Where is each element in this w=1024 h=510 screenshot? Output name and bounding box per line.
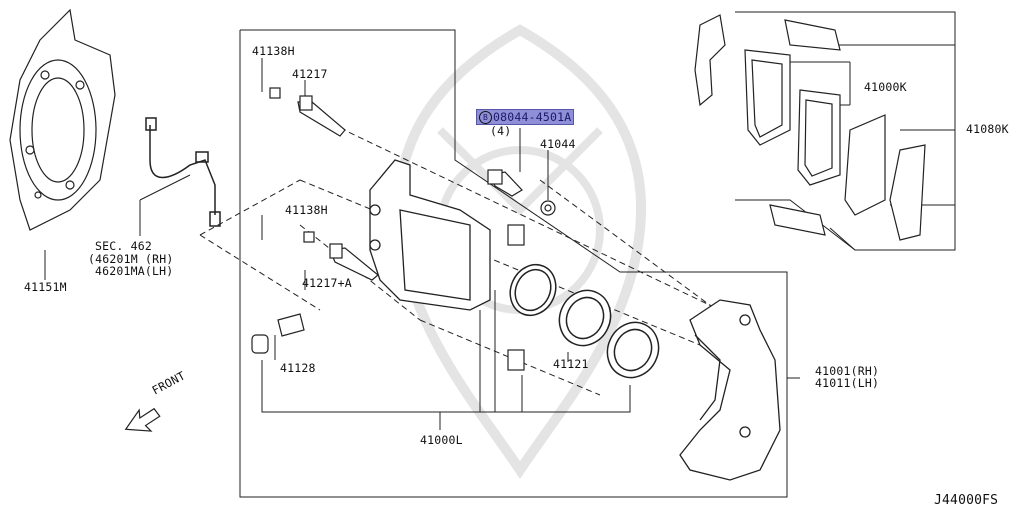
bolt-41138h-mid <box>303 231 315 243</box>
backing-plate <box>9 8 116 231</box>
b-circle-icon: B <box>479 111 492 124</box>
shim-left <box>694 14 726 107</box>
pad-group-outline <box>735 11 956 251</box>
clip-bottom <box>769 204 826 236</box>
brake-pads <box>694 14 926 241</box>
label-41000l[interactable]: 41000L <box>420 433 463 447</box>
label-41080k[interactable]: 41080K <box>966 122 1009 136</box>
label-41217a[interactable]: 41217+A <box>302 276 352 290</box>
label-41138h-mid[interactable]: 41138H <box>285 203 328 217</box>
label-41151m[interactable]: 41151M <box>24 280 67 294</box>
label-41011[interactable]: 41011(LH) <box>815 376 880 390</box>
shim-right <box>844 114 886 216</box>
pad-left <box>744 49 791 146</box>
label-sec-462[interactable]: SEC. 462 <box>95 239 152 253</box>
caliper-group-outline <box>239 29 788 498</box>
diagram-code: J44000FS <box>934 493 999 508</box>
caliper-body <box>369 159 491 311</box>
label-41000k[interactable]: 41000K <box>864 80 907 94</box>
pad-right <box>797 89 841 186</box>
front-arrow <box>124 407 161 432</box>
cap-41128 <box>251 334 269 354</box>
label-41128[interactable]: 41128 <box>280 361 316 375</box>
boot-lower <box>507 349 525 371</box>
selected-part-code: 08044-4501A <box>493 110 572 124</box>
label-46201ma[interactable]: 46201MA(LH) <box>95 264 174 278</box>
bleeder-41128 <box>277 313 305 337</box>
shim-outer <box>889 144 926 241</box>
boot-upper <box>507 224 525 246</box>
label-41001[interactable]: 41001(RH) <box>815 364 880 378</box>
label-41138h-top[interactable]: 41138H <box>252 44 295 58</box>
label-qty: (4) <box>490 124 512 138</box>
label-46201m[interactable]: (46201M (RH) <box>88 252 174 266</box>
label-41217[interactable]: 41217 <box>292 67 328 81</box>
label-41121[interactable]: 41121 <box>553 357 589 371</box>
label-41044[interactable]: 41044 <box>540 137 576 151</box>
caliper-bracket <box>679 299 781 481</box>
brake-hose <box>145 117 221 227</box>
bolt-41138h-top <box>269 87 281 99</box>
clip-top <box>784 19 841 51</box>
